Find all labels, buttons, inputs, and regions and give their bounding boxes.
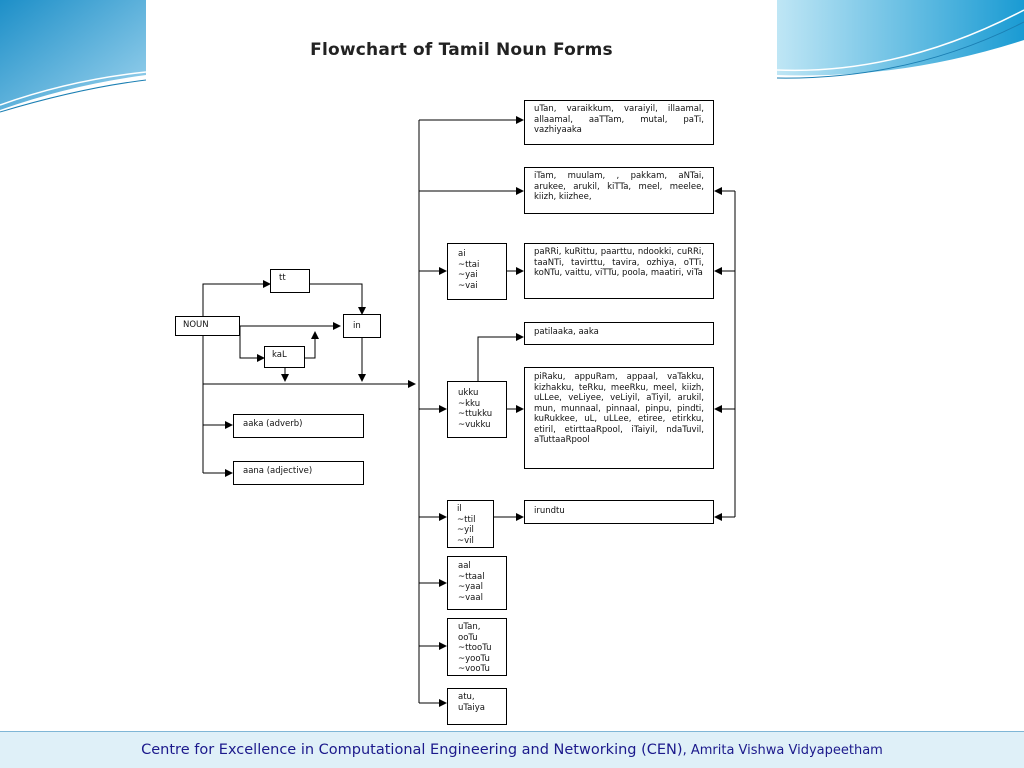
node-case-otu: uTan,ooTu~ttooTu~yooTu~vooTu xyxy=(447,618,507,676)
edge-tt-in xyxy=(310,283,366,315)
node-case-il: il~ttil~yil~vil xyxy=(447,500,494,548)
edge-noun-tt xyxy=(202,280,271,316)
node-case-ai: ai~ttai~yai~vai xyxy=(447,243,507,300)
node-aaka-adverb: aaka (adverb) xyxy=(233,414,364,438)
diagram-title: Flowchart of Tamil Noun Forms xyxy=(310,40,613,60)
node-postpositions-3: paRRi, kuRittu, paarttu, ndookki, cuRRi,… xyxy=(524,243,714,299)
node-case-aal: aal~ttaal~yaal~vaal xyxy=(447,556,507,610)
node-postpositions-1: uTan, varaikkum, varaiyil, illaamal, all… xyxy=(524,100,714,145)
node-tt: tt xyxy=(270,269,310,293)
node-postpositions-4: patilaaka, aaka xyxy=(524,322,714,345)
slide-footer: Centre for Excellence in Computational E… xyxy=(0,731,1024,768)
edge-kal-in xyxy=(305,331,319,359)
footer-sub-text: , Amrita Vishwa Vidyapeetham xyxy=(682,743,883,758)
footer-main-text: Centre for Excellence in Computational E… xyxy=(141,742,683,758)
node-in: in xyxy=(343,314,381,338)
edge-noun-kal xyxy=(239,326,265,362)
node-case-atu: atu,uTaiya xyxy=(447,688,507,725)
node-case-ukku: ukku~kku~ttukku~vukku xyxy=(447,381,507,438)
node-noun: NOUN xyxy=(175,316,240,336)
node-aana-adjective: aana (adjective) xyxy=(233,461,364,485)
footer-text: Centre for Excellence in Computational E… xyxy=(0,742,1024,758)
node-postpositions-2: iTam, muulam, , pakkam, aNTai, arukee, a… xyxy=(524,167,714,214)
node-postpositions-5: piRaku, appuRam, appaal, vaTakku, kizhak… xyxy=(524,367,714,469)
node-postpositions-6: irundtu xyxy=(524,500,714,524)
edge-ukku-pp4 xyxy=(477,333,524,384)
node-kal: kaL xyxy=(264,346,305,368)
